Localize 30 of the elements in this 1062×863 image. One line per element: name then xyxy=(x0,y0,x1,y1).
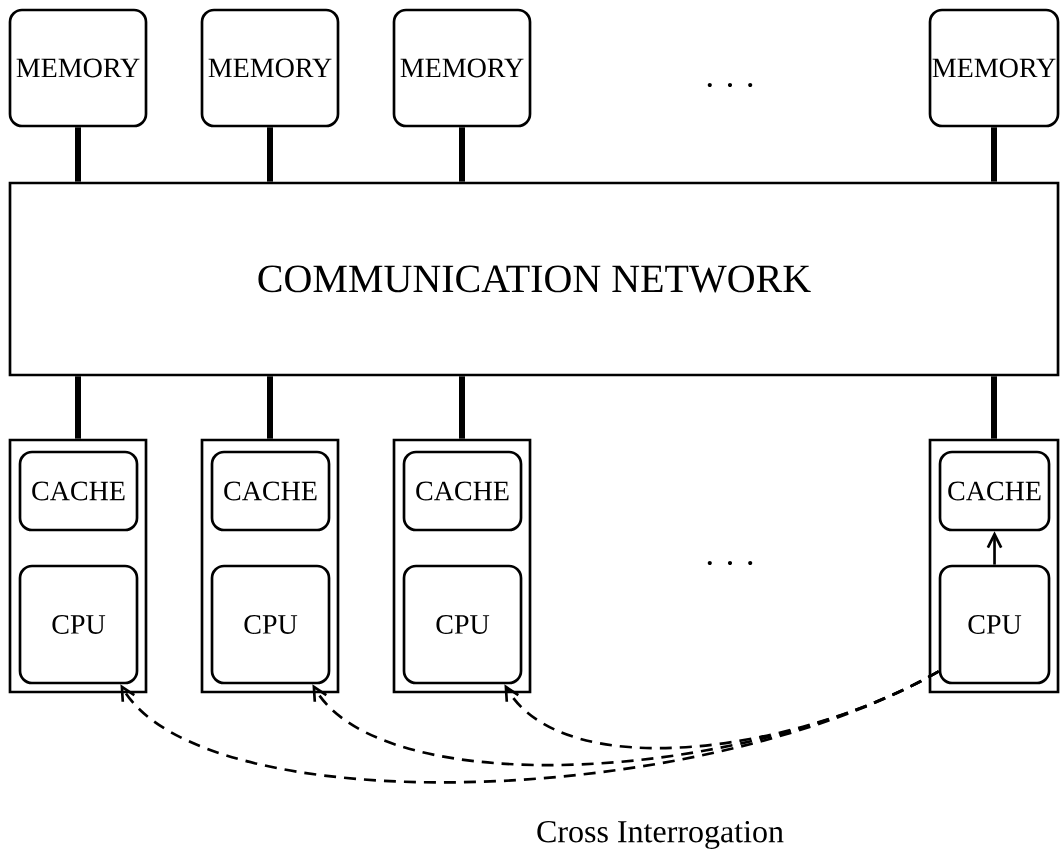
processor-box xyxy=(392,438,532,694)
cpu-box: CPU xyxy=(210,564,331,685)
processor-box xyxy=(8,438,148,694)
cpu-box: CPU xyxy=(938,564,1051,685)
bus-line xyxy=(267,376,273,439)
memory-box: MEMORY xyxy=(8,8,148,128)
bus-line xyxy=(267,127,273,182)
bus-line xyxy=(991,376,997,439)
memory-box: MEMORY xyxy=(928,8,1060,128)
bus-line xyxy=(75,376,81,439)
processor-box xyxy=(928,438,1060,694)
arrow xyxy=(986,531,1003,565)
cache-box: CACHE xyxy=(938,450,1051,532)
cache-box: CACHE xyxy=(210,450,331,532)
cache-box: CACHE xyxy=(402,450,523,532)
cpu-box: CPU xyxy=(18,564,139,685)
bus-line xyxy=(75,127,81,182)
network-box: COMMUNICATION NETWORK xyxy=(8,181,1060,377)
cache-box: CACHE xyxy=(18,450,139,532)
bus-line xyxy=(991,127,997,182)
dashed-arrow xyxy=(504,670,940,750)
processor-box xyxy=(200,438,340,694)
memory-box: MEMORY xyxy=(392,8,532,128)
bus-line xyxy=(459,127,465,182)
caption: Cross Interrogation xyxy=(537,820,784,850)
memory-box: MEMORY xyxy=(200,8,340,128)
cpu-box: CPU xyxy=(402,564,523,685)
ellipsis: . . . xyxy=(707,82,753,88)
bus-line xyxy=(459,376,465,439)
ellipsis: . . . xyxy=(707,560,753,566)
